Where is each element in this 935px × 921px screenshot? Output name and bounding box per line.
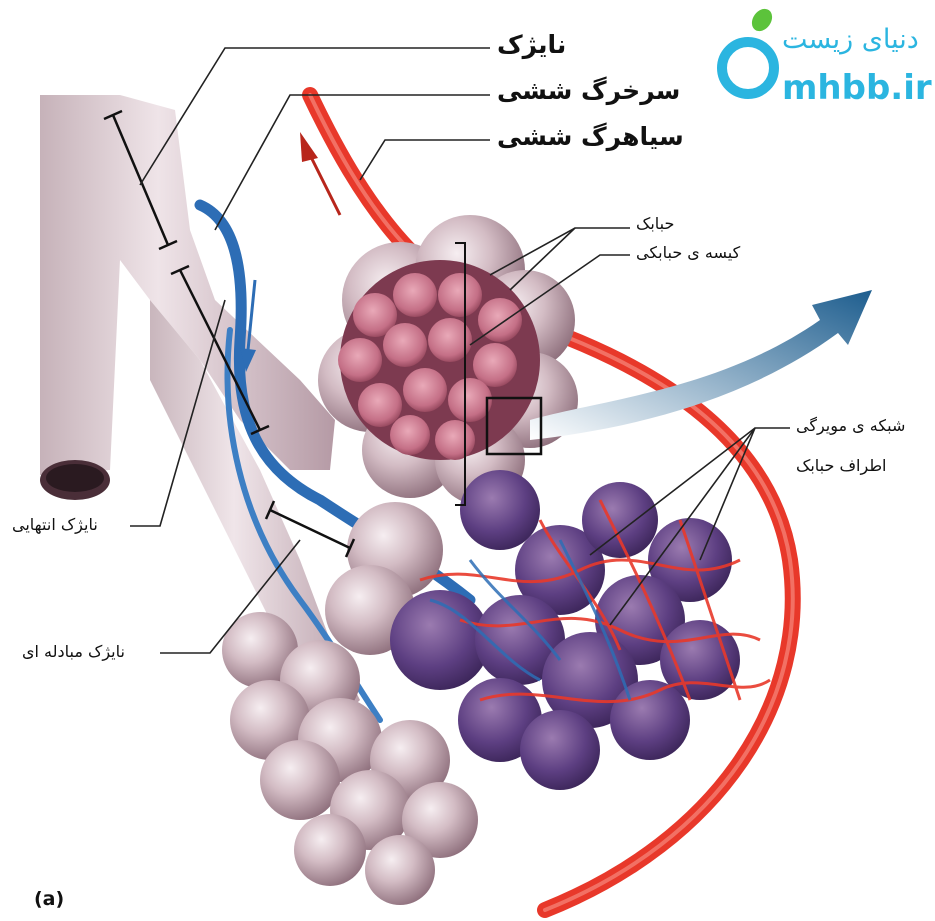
label-pulmonary-artery: سرخرگ ششی — [497, 76, 680, 105]
label-alveolar-sac: کیسه ی حبابکی — [636, 243, 740, 262]
label-pulmonary-vein: سیاهرگ ششی — [497, 122, 684, 151]
label-capillary-network-2: اطراف حبابک — [796, 456, 887, 475]
label-respiratory-bronchiole: نایژک مبادله ای — [22, 642, 125, 661]
label-bronchiole: نایژک — [497, 30, 566, 59]
brand-name: دنیای زیست — [782, 24, 919, 55]
panel-label: (a) — [34, 888, 64, 910]
label-alveolus: حبابک — [636, 214, 674, 233]
brand-logo-icon — [722, 5, 776, 94]
label-terminal-bronchiole: نایژک انتهایی — [12, 515, 98, 534]
bronchiole-tube — [40, 95, 360, 720]
brand-site: mhbb.ir — [782, 68, 932, 108]
label-capillary-network: شبکه ی مویرگی — [796, 416, 905, 435]
